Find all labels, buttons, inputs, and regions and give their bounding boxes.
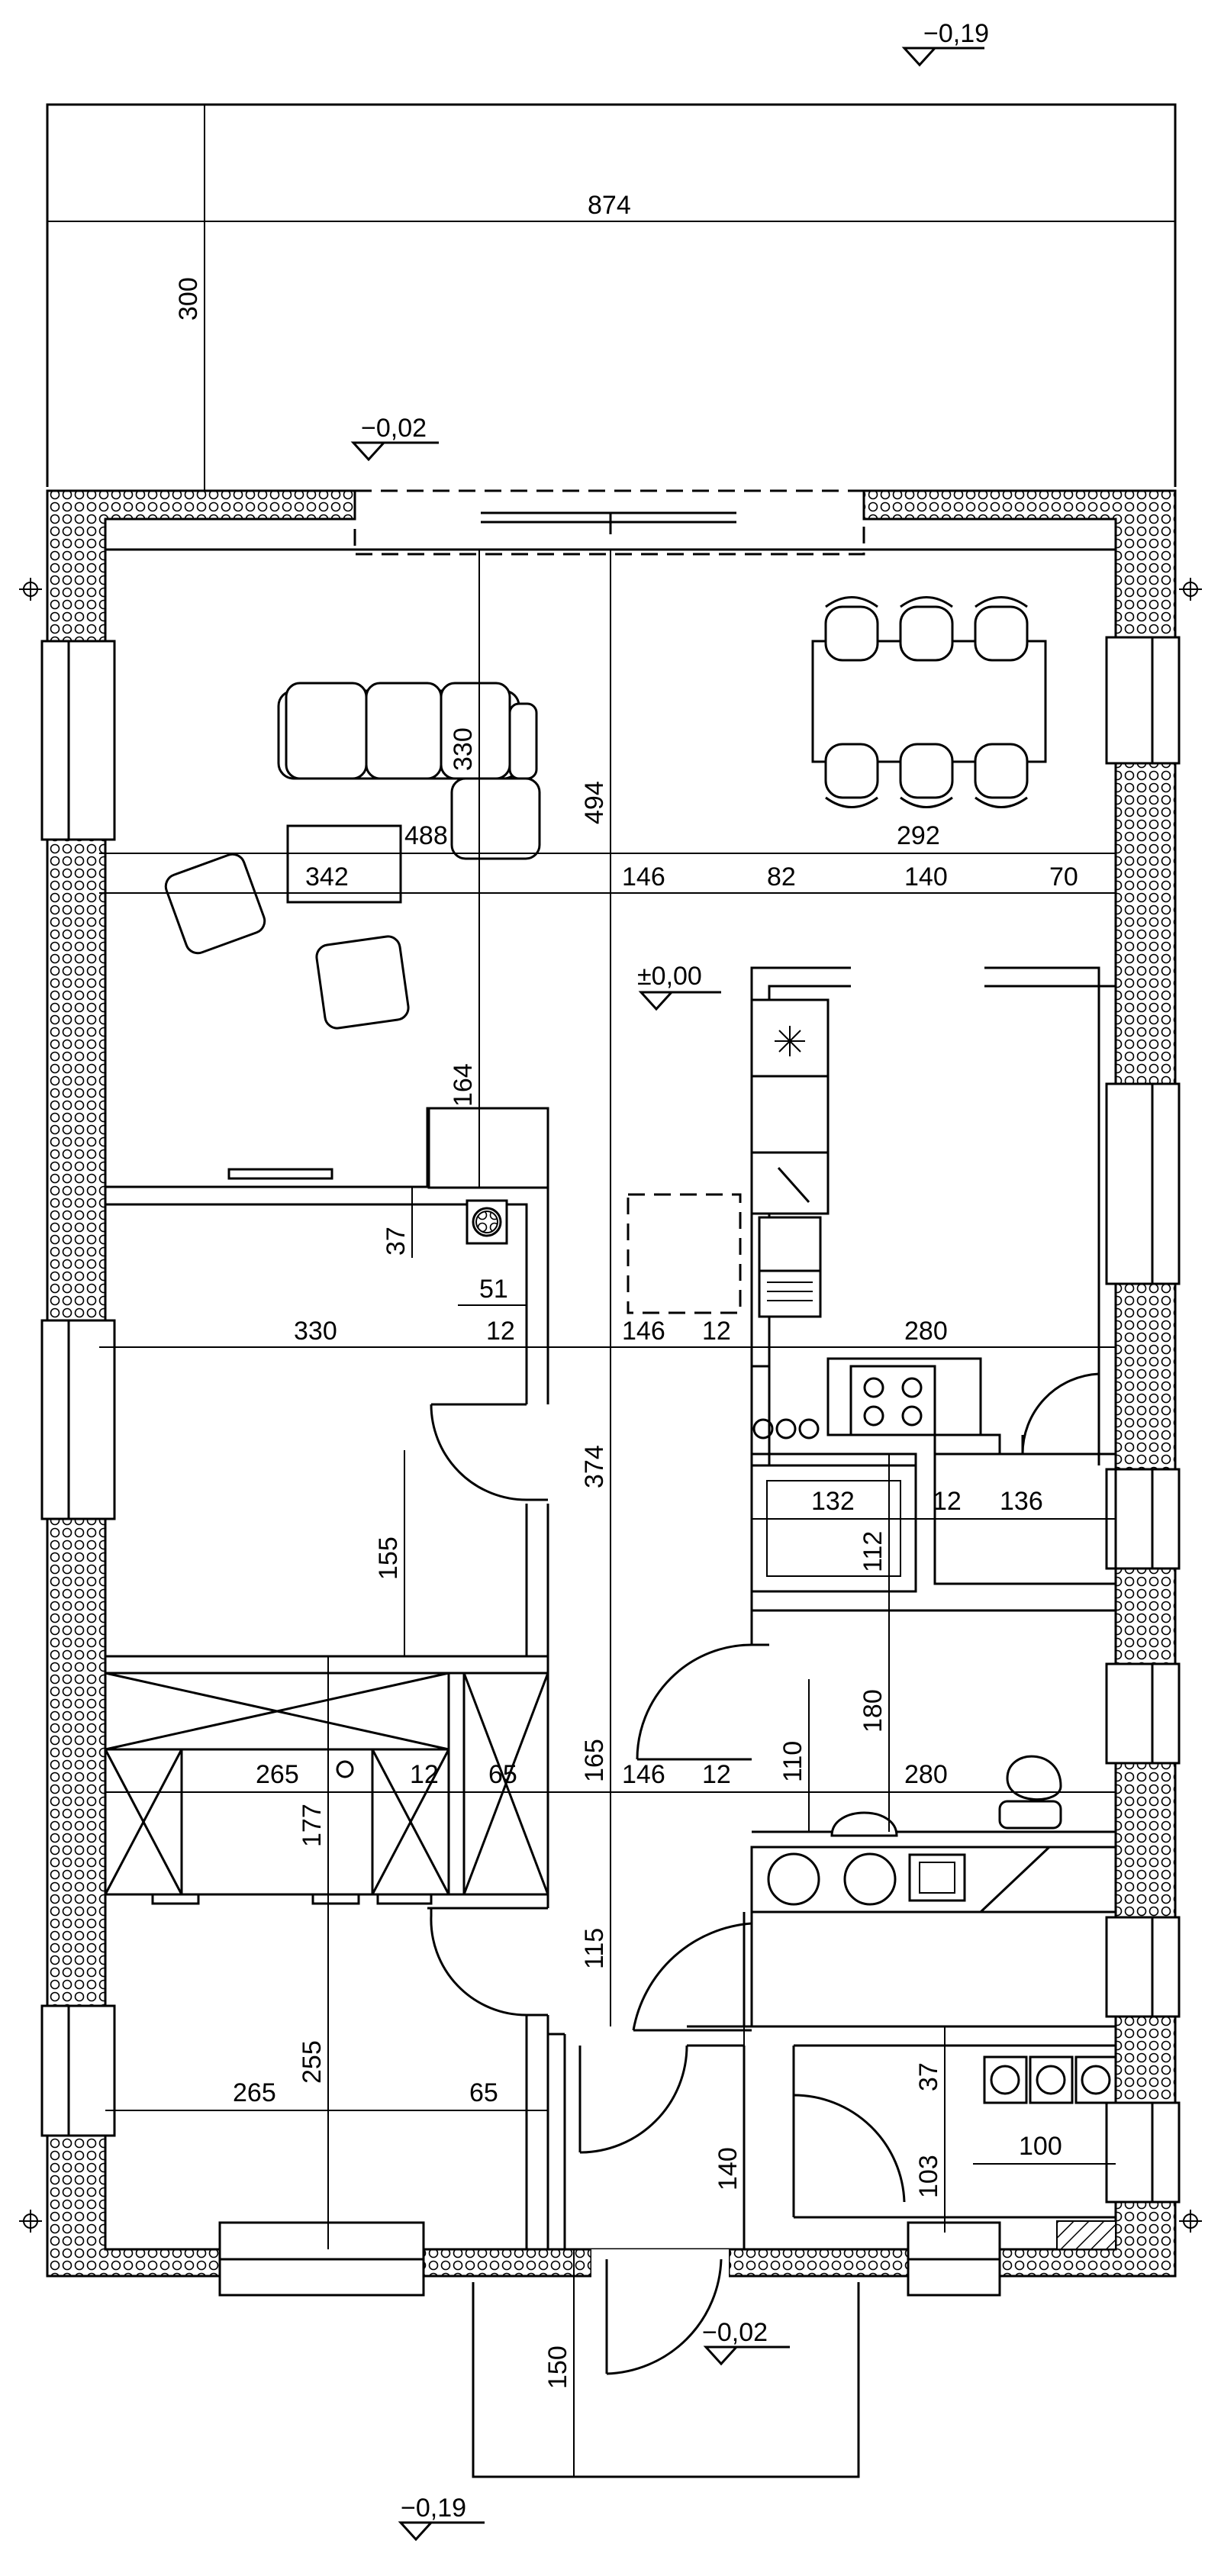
- window-right-5: [1105, 1916, 1181, 2018]
- dim-292: 292: [897, 821, 940, 850]
- entrance-step: [472, 2282, 860, 2478]
- fireplace: [427, 1107, 549, 1189]
- dim-165: 165: [580, 1739, 609, 1782]
- armchair-2: [315, 935, 410, 1030]
- level-terrace: −0,02: [361, 414, 427, 443]
- window-left-3: [40, 2004, 116, 2137]
- dim-37-a: 37: [382, 1227, 411, 1256]
- axis-marks: [19, 578, 1202, 2233]
- window-bottom-1: [218, 2221, 425, 2297]
- tv-stand: [227, 1168, 333, 1180]
- armchair-1: [164, 853, 266, 955]
- dim-265-b: 265: [233, 2078, 276, 2107]
- dim-146-a: 146: [622, 862, 665, 891]
- dim-140-b: 140: [714, 2147, 743, 2191]
- dim-180: 180: [859, 1689, 888, 1733]
- window-bottom-2: [907, 2221, 1001, 2297]
- dim-150: 150: [543, 2345, 572, 2389]
- dim-488: 488: [404, 821, 448, 850]
- dining-chairs: [824, 596, 1029, 808]
- dim-12-b: 12: [702, 1317, 731, 1346]
- dim-103: 103: [914, 2155, 943, 2198]
- dim-874: 874: [588, 191, 631, 220]
- dim-115: 115: [580, 1928, 609, 1969]
- window-left-2: [40, 1319, 116, 1520]
- dim-146-b: 146: [622, 1317, 665, 1346]
- dim-136: 136: [1000, 1487, 1043, 1516]
- dim-177: 177: [298, 1804, 327, 1847]
- window-right-2: [1105, 1082, 1181, 1285]
- wardrobes: [104, 1672, 549, 1905]
- dim-155: 155: [374, 1536, 403, 1580]
- window-right-4: [1105, 1662, 1181, 1765]
- dim-146-c: 146: [622, 1760, 665, 1789]
- level-top-right: −0,19: [923, 19, 989, 48]
- dim-100: 100: [1019, 2132, 1062, 2161]
- window-right-3: [1105, 1468, 1181, 1570]
- dim-65-a: 65: [488, 1760, 517, 1789]
- dim-265-a: 265: [256, 1760, 299, 1789]
- dim-82: 82: [767, 862, 796, 891]
- dim-164: 164: [449, 1063, 478, 1107]
- level-entrance: −0,02: [702, 2318, 768, 2347]
- dim-12-e: 12: [702, 1760, 731, 1789]
- kitchen-island: [627, 1193, 742, 1314]
- dim-70: 70: [1049, 862, 1078, 891]
- dim-112: 112: [859, 1531, 888, 1572]
- kitchen-units: [750, 998, 936, 1440]
- window-right-1: [1105, 636, 1181, 765]
- shower: [750, 1464, 917, 1593]
- dim-342: 342: [305, 862, 349, 891]
- dim-12-d: 12: [410, 1760, 439, 1789]
- dim-37-b: 37: [914, 2062, 943, 2091]
- window-right-6: [1105, 2101, 1181, 2204]
- dim-140-a: 140: [904, 862, 948, 891]
- dim-374: 374: [580, 1445, 609, 1488]
- level-floor: ±0,00: [637, 962, 702, 991]
- dim-330-vertical: 330: [449, 727, 478, 771]
- dim-280-b: 280: [904, 1760, 948, 1789]
- dim-51: 51: [479, 1275, 508, 1304]
- dimension-lines: [47, 105, 1175, 2477]
- coffee-table: [286, 824, 402, 904]
- laundry-appliances: [983, 2055, 1117, 2104]
- dim-330-horizontal: 330: [294, 1317, 337, 1346]
- dim-255: 255: [298, 2040, 327, 2084]
- dim-65-b: 65: [469, 2078, 498, 2107]
- windows: [40, 636, 1181, 2297]
- level-markers: −0,19 −0,02 ±0,00 −0,02 −0,19: [350, 19, 989, 2542]
- dimension-labels: 874 300 330 494 488 292 342 146 82 140 7…: [174, 191, 1078, 2389]
- bathroom-fixtures: [767, 1755, 1062, 1913]
- dim-132: 132: [811, 1487, 855, 1516]
- doors: [430, 1372, 1100, 2375]
- level-bottom: −0,19: [401, 2494, 466, 2523]
- dim-280-a: 280: [904, 1317, 948, 1346]
- furniture: [104, 596, 1117, 2104]
- dim-12-c: 12: [933, 1487, 962, 1516]
- dim-12-a: 12: [486, 1317, 515, 1346]
- dim-494: 494: [580, 781, 609, 824]
- terrace: [46, 103, 1177, 556]
- dim-110: 110: [778, 1741, 807, 1782]
- hatched-corner: [1056, 2220, 1116, 2250]
- window-left-1: [40, 640, 116, 841]
- sofa: [277, 682, 541, 860]
- dim-300: 300: [174, 277, 203, 321]
